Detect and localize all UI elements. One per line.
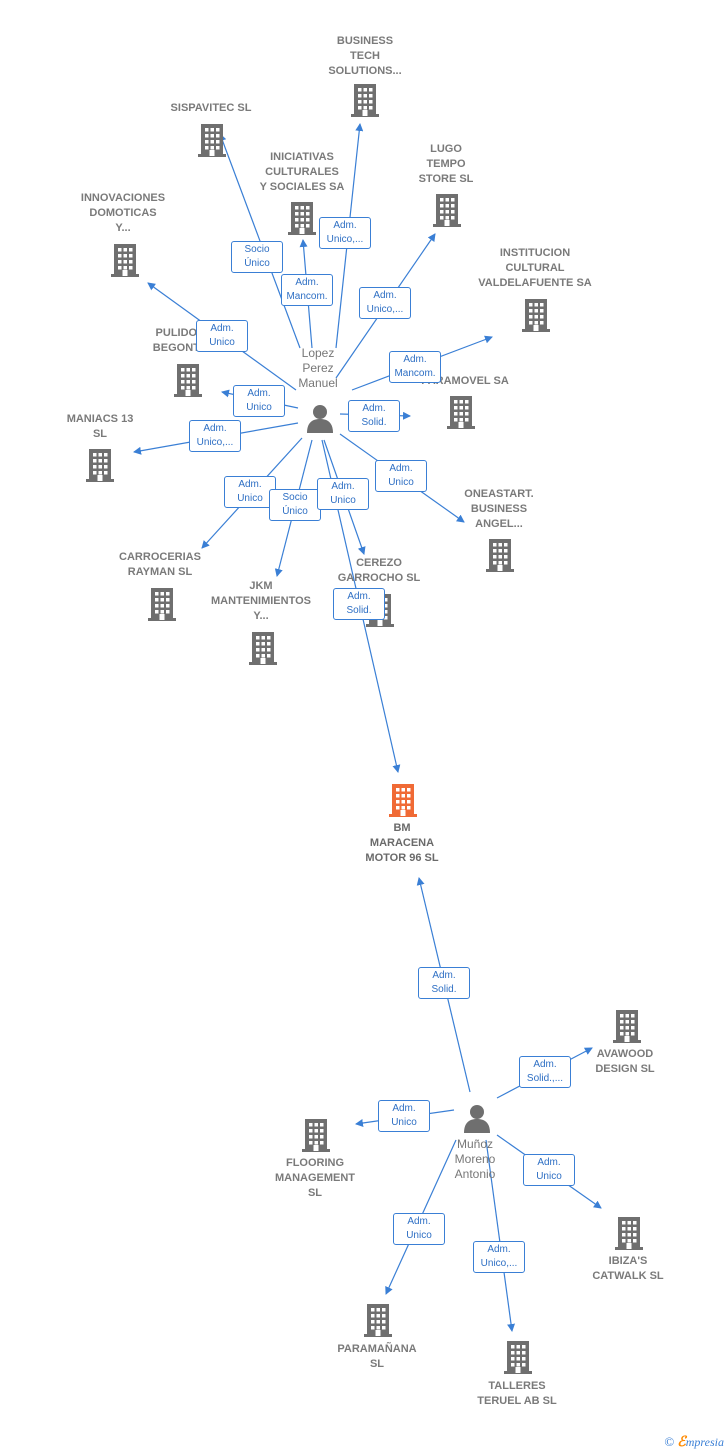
building-icon[interactable] [388, 782, 418, 823]
company-label: PULIDOS BEGONTE [152, 327, 208, 354]
relation-label-lopez-oneastart[interactable]: Adm. Unico [375, 460, 427, 492]
relation-label-lopez-lugo[interactable]: Adm. Unico,... [359, 287, 411, 319]
company-node-carrocerias[interactable]: CARROCERIAS RAYMAN SL [105, 550, 215, 580]
company-node-sispavitec[interactable]: SISPAVITEC SL [156, 101, 266, 116]
building-icon[interactable] [521, 297, 551, 338]
building-icon[interactable] [173, 362, 203, 403]
company-node-innovaciones[interactable]: INNOVACIONES DOMOTICAS Y... [68, 191, 178, 236]
building-icon[interactable] [363, 1302, 393, 1343]
relation-label-munoz-ibiza[interactable]: Adm. Unico [523, 1154, 575, 1186]
building-icon[interactable] [503, 1339, 533, 1380]
company-label: TALLERES TERUEL AB SL [477, 1380, 557, 1407]
company-label: MANIACS 13 SL [66, 413, 134, 440]
relation-label-lopez-institucion[interactable]: Adm. Mancom. [389, 351, 441, 383]
company-node-avawood[interactable]: AVAWOOD DESIGN SL [575, 1047, 675, 1077]
building-icon[interactable] [350, 82, 380, 123]
building-icon[interactable] [287, 200, 317, 241]
relation-label-lopez-bm[interactable]: Adm. Solid. [333, 588, 385, 620]
company-node-iniciativas[interactable]: INICIATIVAS CULTURALES Y SOCIALES SA [247, 150, 357, 195]
company-label: AVAWOOD DESIGN SL [595, 1048, 655, 1075]
building-icon[interactable] [110, 242, 140, 283]
relation-label-lopez-jkm[interactable]: Socio Único [269, 489, 321, 521]
company-label: IBIZA'S CATWALK SL [592, 1255, 664, 1282]
company-node-lugo[interactable]: LUGO TEMPO STORE SL [401, 142, 491, 187]
company-node-ibiza[interactable]: IBIZA'S CATWALK SL [578, 1254, 678, 1284]
person-label-lopez[interactable]: Lopez Perez Manuel [298, 346, 338, 390]
building-icon[interactable] [147, 586, 177, 627]
relation-label-munoz-avawood[interactable]: Adm. Solid.,... [519, 1056, 571, 1088]
link-munoz-talleres [485, 1139, 516, 1332]
brand-footer: © ℰmpresia [664, 1434, 724, 1451]
company-label: SISPAVITEC SL [170, 102, 252, 114]
company-node-bm[interactable]: BM MARACENA MOTOR 96 SL [347, 821, 457, 866]
relation-label-lopez-sispavitec[interactable]: Socio Único [231, 241, 283, 273]
relation-label-munoz-flooring[interactable]: Adm. Unico [378, 1100, 430, 1132]
company-label: LUGO TEMPO STORE SL [418, 143, 474, 185]
building-icon[interactable] [446, 394, 476, 435]
building-icon[interactable] [301, 1117, 331, 1158]
building-icon[interactable] [614, 1215, 644, 1256]
company-node-talleres[interactable]: TALLERES TERUEL AB SL [462, 1379, 572, 1409]
building-icon[interactable] [85, 447, 115, 488]
company-label: JKM MANTENIMIENTOS Y... [210, 580, 312, 622]
building-icon[interactable] [432, 192, 462, 233]
building-icon[interactable] [248, 630, 278, 671]
company-node-institucion[interactable]: INSTITUCION CULTURAL VALDELAFUENTE SA [465, 246, 605, 291]
company-node-flooring[interactable]: FLOORING MANAGEMENT SL [260, 1156, 370, 1201]
company-node-business[interactable]: BUSINESS TECH SOLUTIONS... [310, 34, 420, 79]
relation-label-munoz-paramanana[interactable]: Adm. Unico [393, 1213, 445, 1245]
relation-label-lopez-cerezo[interactable]: Adm. Unico [317, 478, 369, 510]
building-icon[interactable] [612, 1008, 642, 1049]
brand-logo-text: mpresia [685, 1435, 724, 1449]
company-node-oneastart[interactable]: ONEASTART. BUSINESS ANGEL... [449, 487, 549, 532]
company-label: ONEASTART. BUSINESS ANGEL... [464, 488, 534, 530]
relation-label-lopez-business[interactable]: Adm. Unico,... [319, 217, 371, 249]
company-label: INICIATIVAS CULTURALES Y SOCIALES SA [259, 151, 345, 193]
company-label: BUSINESS TECH SOLUTIONS... [328, 35, 402, 77]
company-label: INSTITUCION CULTURAL VALDELAFUENTE SA [478, 247, 592, 289]
company-label: FLOORING MANAGEMENT SL [274, 1157, 356, 1199]
company-label: INNOVACIONES DOMOTICAS Y... [80, 192, 166, 234]
relation-label-lopez-iniciativas[interactable]: Adm. Mancom. [281, 274, 333, 306]
company-label: BM MARACENA MOTOR 96 SL [365, 822, 439, 864]
relation-label-lopez-pulidos[interactable]: Adm. Unico [233, 385, 285, 417]
company-node-pulidos[interactable]: PULIDOS BEGONTE [140, 326, 220, 356]
relation-label-lopez-paramovel[interactable]: Adm. Solid. [348, 400, 400, 432]
company-label: CARROCERIAS RAYMAN SL [119, 551, 201, 578]
company-label: PARAMAÑANA SL [337, 1343, 417, 1370]
relation-label-lopez-innovaciones[interactable]: Adm. Unico [196, 320, 248, 352]
person-icon[interactable] [462, 1103, 492, 1138]
relation-label-munoz-bm[interactable]: Adm. Solid. [418, 967, 470, 999]
relation-label-munoz-talleres[interactable]: Adm. Unico,... [473, 1241, 525, 1273]
brand-logo-initial: ℰ [677, 1435, 686, 1450]
person-icon[interactable] [305, 403, 335, 438]
building-icon[interactable] [485, 537, 515, 578]
company-node-maniacs[interactable]: MANIACS 13 SL [60, 412, 140, 442]
company-label: CEREZO GARROCHO SL [337, 557, 421, 584]
relation-label-lopez-maniacs[interactable]: Adm. Unico,... [189, 420, 241, 452]
copyright-symbol: © [664, 1434, 675, 1449]
person-label-munoz[interactable]: Muñoz Moreno Antonio [454, 1137, 496, 1181]
company-node-cerezo[interactable]: CEREZO GARROCHO SL [324, 556, 434, 586]
company-node-paramanana[interactable]: PARAMAÑANA SL [327, 1342, 427, 1372]
building-icon[interactable] [197, 122, 227, 163]
company-node-jkm[interactable]: JKM MANTENIMIENTOS Y... [201, 579, 321, 624]
